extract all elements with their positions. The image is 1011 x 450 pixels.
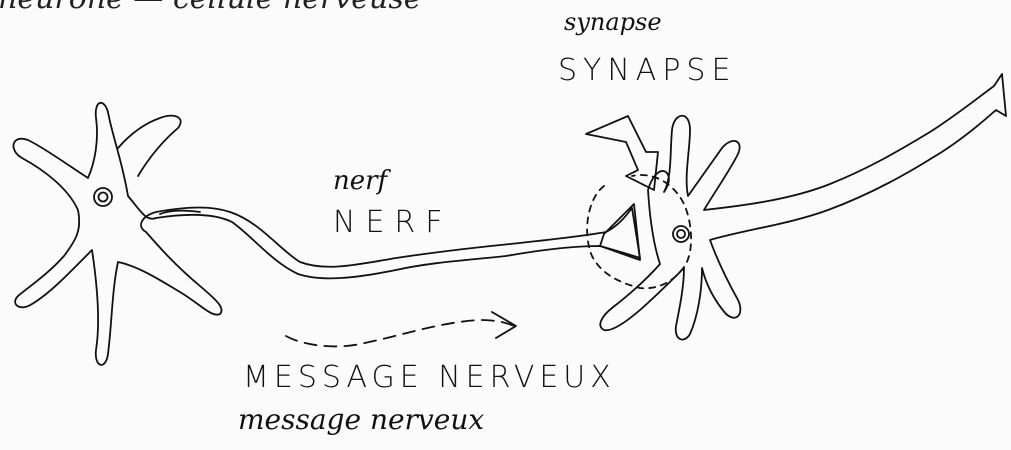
- message-label-caps: MESSAGE NERVEUX: [243, 363, 616, 393]
- top-caption: neurone — cellule nerveuse: [0, 0, 422, 14]
- synapse-pointer-arrow: [586, 116, 658, 190]
- right-nucleus-outer: [673, 226, 689, 242]
- nerf-label-cursive: nerf: [333, 168, 387, 194]
- message-dashed-arrow: [286, 320, 514, 346]
- right-nucleus-inner: [677, 230, 685, 238]
- left-nucleus-outer: [94, 188, 112, 206]
- synapse-label-caps: SYNAPSE: [558, 56, 736, 86]
- left-neuron: [13, 103, 640, 365]
- right-neuron-body: [600, 74, 1006, 340]
- left-neuron-body: [13, 103, 640, 365]
- synapse-dashed-circle: [587, 175, 691, 288]
- nerf-label-caps: NERF: [333, 208, 453, 238]
- message-label-cursive: message nerveux: [238, 406, 484, 434]
- right-neuron: [600, 74, 1006, 340]
- left-nucleus-inner: [99, 193, 108, 202]
- synapse-label-cursive: synapse: [564, 10, 662, 34]
